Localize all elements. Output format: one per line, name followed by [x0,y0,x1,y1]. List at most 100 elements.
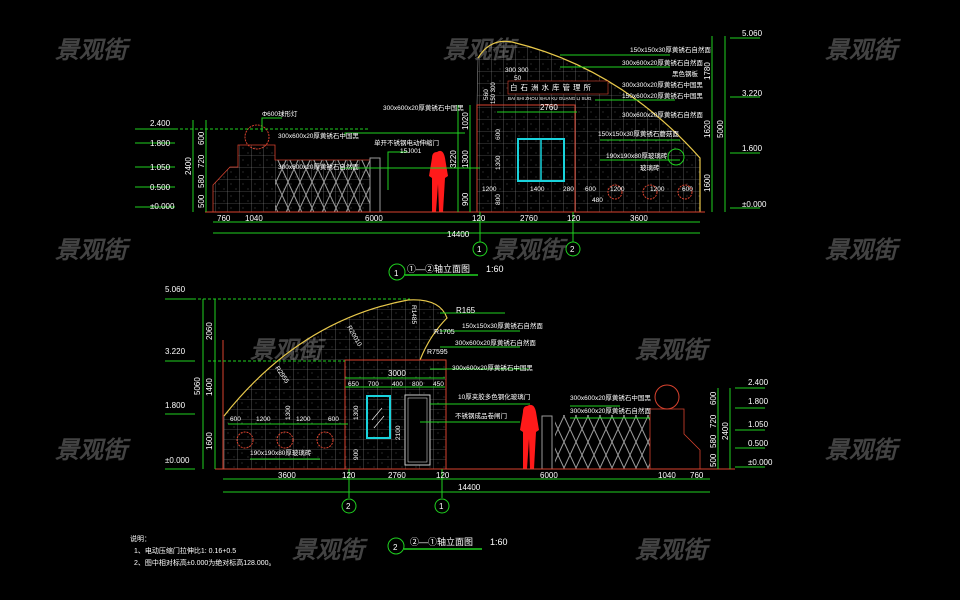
drawing-annotation: 300x600x20厚黄锈石自然面 [570,406,651,415]
drawing-annotation: 3.220 [165,347,186,356]
drawing-annotation: 1200 [650,186,665,193]
glass-block [236,431,254,449]
lamp-globe [654,384,680,410]
drawing-line [387,537,405,555]
drawing-annotation: R1705 [434,329,455,336]
drawing-annotation: 600 [197,131,206,145]
drawing-annotation: 150 300 [491,82,497,104]
drawing-annotation: 5000 [716,120,725,138]
drawing-annotation: 600 [682,186,693,193]
drawing-annotation: 3.220 [742,89,763,98]
drawing-annotation: 480 [592,197,603,204]
drawing-line [735,387,765,468]
drawing-annotation: 2760 [388,471,406,480]
drawing-title: ②—①轴立面图 [410,536,473,547]
person-figure [429,150,448,212]
drawing-line [434,498,450,514]
drawing-annotation: 900 [461,192,470,206]
drawing-annotation: 15J001 [400,148,422,155]
drawing-annotation: 1.050 [150,163,171,172]
axis-label: 2 [346,502,351,511]
drawing-annotation: 2760 [540,103,558,112]
drawing-annotation: 50 [514,75,522,82]
drawing-annotation: Φ600球形灯 [262,109,298,118]
drawing-annotation: 600 [709,391,718,405]
drawing-annotation: 3000 [388,369,406,378]
drawing-annotation: 300x600x20厚黄锈石中国黑 [570,393,651,402]
drawing-annotation: 景观街 [635,536,711,564]
drawing-annotation: 1200 [482,186,497,193]
drawing-annotation: 300x600x20厚黄锈石自然面 [278,162,359,171]
detail-callout [667,148,685,166]
elevation-1-2: 白石洲水库管理所 BAI SHI ZHOU SHUI KU GUANG LI S… [135,29,767,281]
drawing-annotation: 560 [483,89,490,100]
drawing-line [135,128,175,208]
drawing-annotation: 3600 [278,471,296,480]
drawing-line [341,498,357,514]
guardhouse [476,104,576,213]
drawing-annotation: 6000 [365,214,383,223]
drawing-annotation: 760 [217,214,231,223]
drawing-annotation: 120 [472,214,486,223]
drawing-annotation: 650 [348,381,359,388]
drawing-annotation: 1 [394,269,399,278]
drawing-annotation: 1.800 [150,139,171,148]
drawing-line [135,36,760,257]
note-item: 2、图中相对标高±0.000为绝对标高128.000。 [134,558,276,567]
drawing-annotation: 2400 [721,422,730,440]
drawing-annotation: 1300 [285,405,292,420]
drawing-annotation: 景观街 [825,36,901,64]
drawing-annotation: 3220 [449,150,458,168]
drawing-annotation: 1300 [495,155,502,170]
drawing-annotation: 景观街 [55,436,131,464]
drawing-annotation: 2.400 [150,119,171,128]
drawing-annotation: 1.050 [748,420,769,429]
drawing-annotation: 5060 [193,377,202,395]
drawing-annotation: 1040 [658,471,676,480]
drawing-annotation: ±0.000 [748,458,773,467]
drawing-annotation: 500 [197,194,206,208]
drawing-annotation: 玻璃砖 [640,163,660,172]
drawing-annotation: 150x150x30厚黄锈石蘑菇面 [598,129,679,138]
drawing-line [407,397,428,463]
person-figure [520,404,539,469]
drawing-annotation: 0.500 [748,439,769,448]
drawing-annotation: 760 [690,471,704,480]
drawing-annotation: 120 [436,471,450,480]
drawing-annotation: 景观街 [55,236,131,264]
drawing-annotation: 1200 [256,416,271,423]
drawing-annotation: 150x150x30厚黄锈石自然面 [630,45,711,54]
drawing-annotation: ±0.000 [150,202,175,211]
drawing-annotation: 150x600x20厚黄锈石中国黑 [622,91,703,100]
drawing-annotation: 2.400 [748,378,769,387]
drawing-annotation: 400 [392,381,403,388]
drawing-annotation: 1300 [353,405,360,420]
drawing-annotation: 14400 [458,483,481,492]
drawing-title: ①—②轴立面图 [407,263,470,274]
drawing-annotation: 14400 [447,230,470,239]
stone-wall [649,408,701,470]
drawing-annotation: 2400 [184,157,193,175]
drawing-annotation: 600 [328,416,339,423]
door [404,394,431,466]
drawing-annotation: 300x600x20厚黄锈石自然面 [622,58,703,67]
elevation-2-1: 5.060 3.220 1.800 ±0.000 2060 1400 1600 … [165,285,773,555]
drawing-annotation: 300 300 [505,67,529,74]
drawing-line [165,298,765,514]
drawing-annotation: 1780 [703,62,712,80]
drawing-annotation: 800 [495,194,502,205]
drawing-annotation: 1.800 [748,397,769,406]
drawing-annotation: 6000 [540,471,558,480]
axis-label: 1 [477,245,482,254]
drawing-annotation: 280 [563,186,574,193]
drawing-annotation: 景观街 [635,336,711,364]
drawing-annotation: 单开不锈钢电动伸缩门 [374,138,439,147]
drawing-annotation: 300x600x20厚黄锈石中国黑 [383,103,464,112]
drawing-line [165,298,195,470]
drawing-annotation: 580 [197,174,206,188]
drawing-annotation: 2100 [395,425,402,440]
drawing-annotation: 景观街 [55,36,131,64]
drawing-annotation: 5.060 [165,285,186,294]
drawing-annotation: R1485 [410,305,417,325]
glass-block [677,184,693,200]
